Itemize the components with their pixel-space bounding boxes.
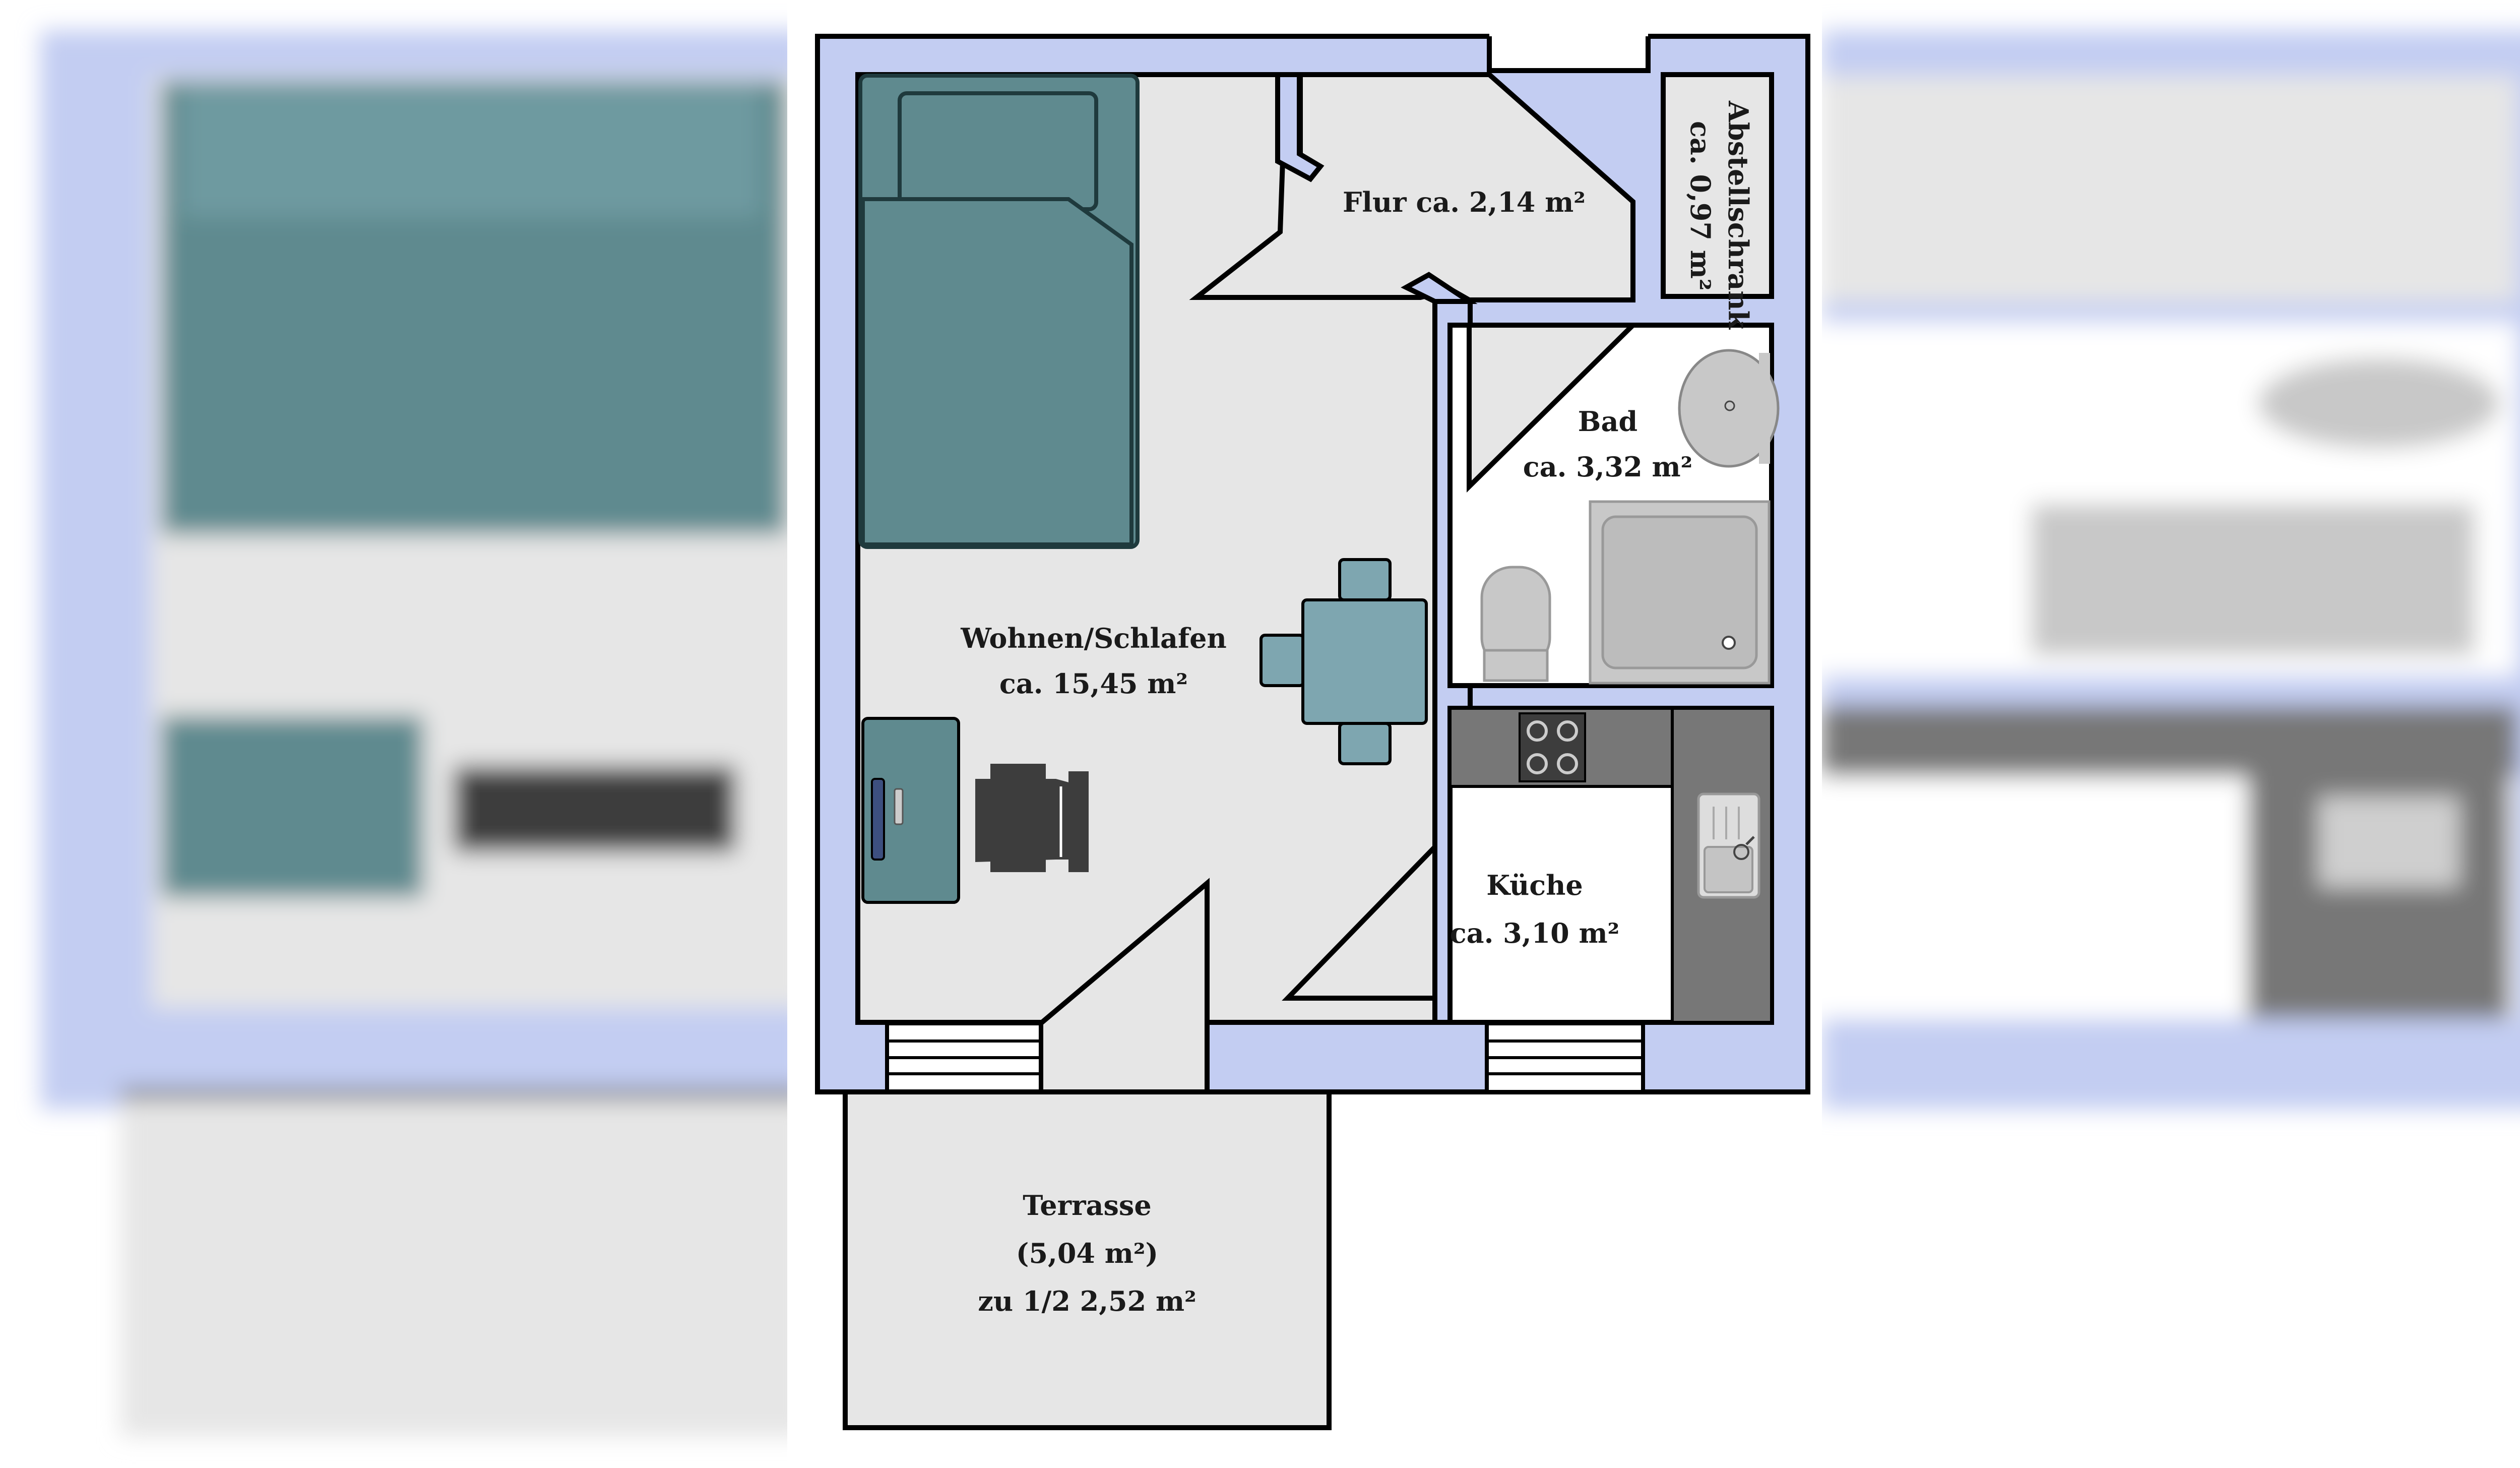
top-wall-gap: [1489, 25, 1648, 71]
bad-door-swing: [1467, 323, 1640, 493]
desk: [861, 717, 960, 904]
bad-area: ca. 3,32 m²: [1523, 451, 1693, 483]
stove: [1519, 712, 1586, 782]
wohnen-area: ca. 15,45 m²: [999, 667, 1188, 700]
bad-label: Bad: [1578, 405, 1637, 438]
pillow: [898, 91, 1098, 211]
flur-label: Flur ca. 2,14 m²: [1343, 186, 1586, 218]
wall-stub-top: [1275, 72, 1325, 182]
abstellschrank-label: Abstellschrank: [1722, 100, 1754, 330]
kitchen-sink: [1697, 792, 1760, 899]
shower-tray: [1589, 500, 1771, 685]
blanket: [861, 197, 1133, 546]
kueche-area: ca. 3,10 m²: [1450, 917, 1620, 949]
dining-table: [1259, 558, 1428, 765]
terrasse-floor: [843, 1089, 1332, 1430]
terrasse-area-total: (5,04 m²): [1016, 1237, 1158, 1269]
terrasse-area-counted: zu 1/2 2,52 m²: [978, 1285, 1196, 1317]
kueche-door-swing: [1282, 840, 1437, 1001]
kueche-label: Küche: [1486, 869, 1583, 901]
abstellschrank-floor: [1661, 72, 1774, 299]
window-kueche: [1485, 1021, 1645, 1094]
desk-chair: [975, 764, 1089, 872]
terrasse-label: Terrasse: [1023, 1189, 1151, 1221]
toilet: [1480, 566, 1551, 682]
abstellschrank-area: ca. 0,97 m²: [1684, 121, 1717, 291]
window-living: [885, 1021, 1043, 1094]
washbasin: [1678, 349, 1780, 468]
bed: [858, 74, 1140, 549]
wohnen-label: Wohnen/Schlafen: [960, 622, 1227, 654]
